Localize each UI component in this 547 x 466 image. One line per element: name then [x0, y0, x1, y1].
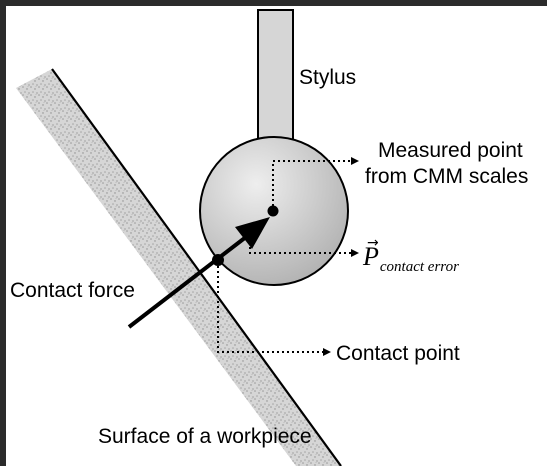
contact-point-leader [217, 261, 331, 356]
contact-force-arrowhead [235, 217, 270, 249]
stylus-shaft [257, 9, 294, 148]
diagram-canvas: Stylus Measured point from CMM scales → … [6, 6, 547, 466]
vector-arrow-mark: → [367, 235, 379, 251]
measured-point-leader [272, 157, 359, 211]
surface-label: Surface of a workpiece [98, 425, 312, 448]
cmm-probe-diagram [16, 9, 359, 466]
contact-force-label: Contact force [10, 279, 135, 302]
workpiece-surface [16, 69, 341, 466]
stylus-label: Stylus [299, 66, 357, 89]
p-symbol: P [363, 242, 379, 271]
measured-point-label-line2: from CMM scales [365, 165, 529, 188]
surface-edge-line [51, 68, 342, 466]
contact-force-arrow-shaft [127, 235, 248, 329]
contact-point-label: Contact point [336, 342, 460, 365]
p-subscript: contact error [379, 259, 459, 275]
contact-point-dot [212, 254, 224, 266]
ball-center-dot [267, 205, 279, 217]
measured-point-label-line1: Measured point [378, 139, 523, 162]
p-contact-error-label: → Pcontact error [363, 236, 459, 275]
